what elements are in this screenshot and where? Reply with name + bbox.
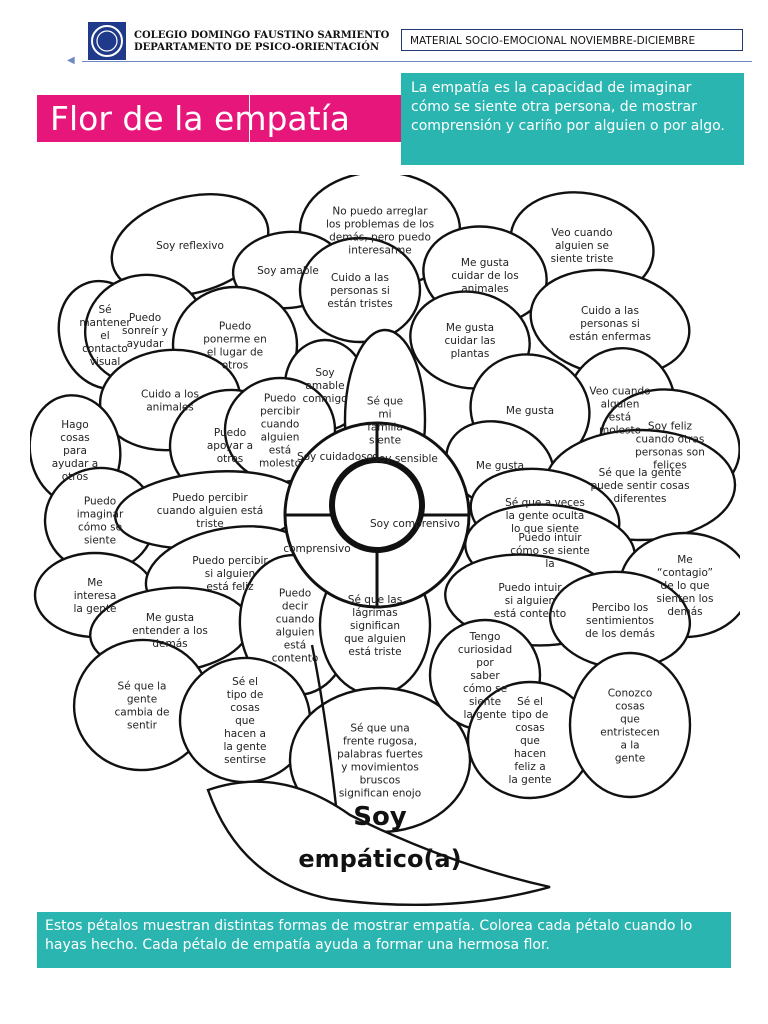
petal-label: Me gusta bbox=[506, 405, 554, 417]
petal bbox=[298, 236, 422, 344]
school-name: COLEGIO DOMINGO FAUSTINO SARMIENTO DEPAR… bbox=[134, 30, 389, 54]
flower-leaf bbox=[206, 780, 551, 906]
center-soy-cuidadoso: Soy cuidadoso bbox=[297, 451, 373, 463]
rule-arrow-icon: ◀ bbox=[67, 55, 75, 66]
center-comprensivo-left: comprensivo bbox=[283, 543, 350, 555]
petal-label: Soy amable bbox=[257, 265, 319, 277]
center-soy-comprensivo: Soy comprensivo bbox=[370, 518, 460, 530]
stem-label: Soy empático(a) bbox=[280, 796, 480, 876]
school-logo bbox=[88, 22, 126, 60]
petal-label: Me gusta bbox=[476, 460, 524, 472]
material-label: MATERIAL SOCIO-EMOCIONAL NOVIEMBRE-DICIE… bbox=[401, 29, 743, 51]
title-banner: Flor de la empatía bbox=[37, 95, 403, 142]
petal bbox=[568, 651, 692, 799]
center-inner bbox=[329, 457, 425, 553]
stem-label-line2: empático(a) bbox=[298, 845, 462, 873]
petal-label: Soy reflexivo bbox=[156, 240, 224, 252]
instructions-box: Estos pétalos muestran distintas formas … bbox=[37, 912, 731, 968]
page-title: Flor de la empatía bbox=[50, 99, 350, 138]
school-line-2: DEPARTAMENTO DE PSICO-ORIENTACIÓN bbox=[134, 42, 380, 53]
school-line-1: COLEGIO DOMINGO FAUSTINO SARMIENTO bbox=[134, 30, 390, 41]
petal bbox=[110, 193, 270, 297]
header-rule bbox=[82, 61, 752, 62]
definition-box: La empatía es la capacidad de imaginar c… bbox=[401, 73, 744, 165]
stem-label-line1: Soy bbox=[353, 802, 407, 832]
center-soy-sensible: Soy sensible bbox=[372, 453, 438, 465]
title-divider bbox=[249, 95, 250, 142]
